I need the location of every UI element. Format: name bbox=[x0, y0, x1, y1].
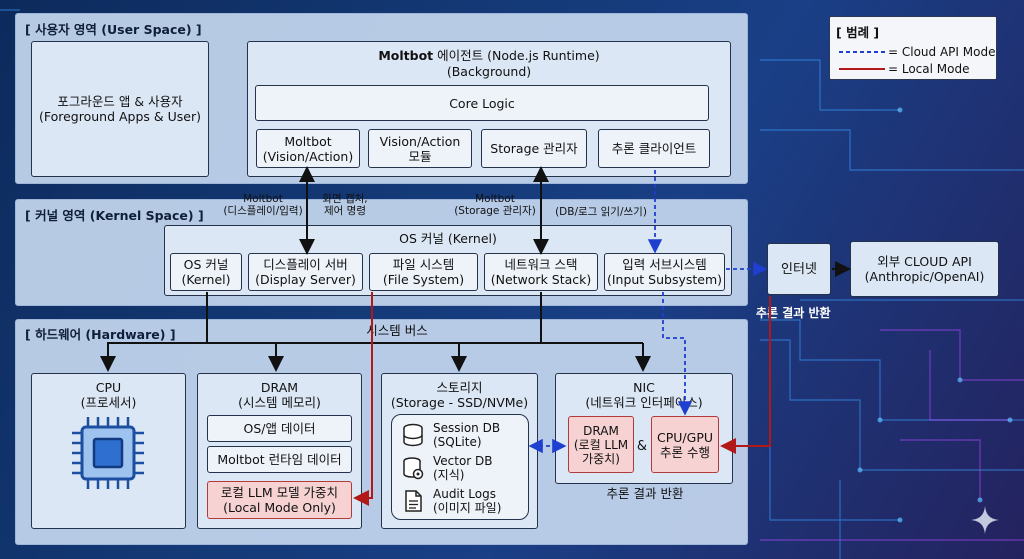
document-icon bbox=[405, 490, 422, 512]
nic-dram-sublabel-2: 가중치) bbox=[582, 451, 620, 466]
nic-dram-sublabel: (로컬 LLM bbox=[573, 437, 629, 452]
foreground-apps-label: 포그라운드 앱 & 사용자 bbox=[57, 94, 183, 109]
inference-return-label-top: 추론 결과 반환 bbox=[756, 306, 831, 320]
hardware-title: [ 하드웨어 (Hardware) ] bbox=[25, 327, 176, 342]
session-db-sublabel: (SQLite) bbox=[433, 435, 482, 449]
sparkle-icon bbox=[971, 506, 999, 534]
cloud-api-sublabel: (Anthropic/OpenAI) bbox=[864, 269, 985, 284]
storage-label: 스토리지 bbox=[436, 380, 483, 395]
gpu-inference-box: CPU/GPU 추론 수행 bbox=[651, 416, 719, 473]
cloud-api-box: 외부 CLOUD API (Anthropic/OpenAI) bbox=[850, 241, 999, 297]
dram-local-label: 로컬 LLM 모델 가중치 bbox=[220, 485, 339, 500]
input-subsystem-box: 입력 서브시스템 (Input Subsystem) bbox=[604, 253, 725, 291]
gpu-sublabel: 추론 수행 bbox=[660, 444, 710, 460]
cpu-chip-icon bbox=[72, 417, 144, 489]
module-label: Vision/Action bbox=[379, 133, 461, 149]
arrow-filesystem-local-llm bbox=[353, 292, 373, 506]
legend-cloud-line bbox=[839, 51, 885, 53]
foreground-apps-box: 포그라운드 앱 & 사용자 (Foreground Apps & User) bbox=[31, 41, 209, 177]
audit-logs-sublabel: (이미지 파일) bbox=[433, 501, 502, 515]
dram-runtime-data: Moltbot 런타임 데이터 bbox=[207, 446, 352, 473]
vector-db-item: Vector DB(지식) bbox=[402, 454, 493, 482]
db-io-connector-label: (DB/로그 읽기/쓰기) bbox=[555, 206, 647, 218]
capture-connector-label: 화면 캡처,제어 명령 bbox=[322, 193, 368, 217]
subsystem-sublabel: (File System) bbox=[382, 272, 465, 287]
kernel-box: OS 커널 (Kernel) bbox=[170, 253, 242, 291]
legend-title: [ 범례 ] bbox=[836, 25, 880, 40]
database-gear-icon bbox=[403, 457, 424, 480]
network-stack-box: 네트워크 스택 (Network Stack) bbox=[484, 253, 598, 291]
session-db-label: Session DB bbox=[433, 421, 501, 435]
legend-local-line bbox=[839, 68, 885, 70]
storage-connector-label: Moltbot(Storage 관리자) bbox=[454, 193, 536, 217]
cloud-api-label: 외부 CLOUD API bbox=[877, 254, 972, 269]
nic-dram-label: DRAM bbox=[583, 423, 619, 438]
subsystem-label: 디스플레이 서버 bbox=[263, 257, 348, 272]
subsystem-label: 파일 시스템 bbox=[392, 257, 455, 272]
module-label: 추론 클라이언트 bbox=[611, 141, 697, 156]
subsystem-sublabel: (Input Subsystem) bbox=[606, 272, 723, 287]
inference-client-box: 추론 클라이언트 bbox=[598, 129, 710, 168]
nic-label: NIC bbox=[633, 380, 655, 395]
file-system-box: 파일 시스템 (File System) bbox=[369, 253, 478, 291]
dram-label: DRAM bbox=[260, 380, 299, 395]
nic-sublabel: (네트워크 인터페이스) bbox=[585, 395, 703, 410]
system-bus-line bbox=[100, 292, 208, 372]
dram-item-label: Moltbot 런타임 데이터 bbox=[217, 452, 342, 467]
module-label: Moltbot bbox=[284, 133, 332, 149]
module-sublabel: (Vision/Action) bbox=[262, 148, 354, 164]
inference-return-label-bottom: 추론 결과 반환 bbox=[606, 486, 684, 501]
legend-box: [ 범례 ] = Cloud API Mode = Local Mode bbox=[829, 16, 997, 80]
kernel-space-title: [ 커널 영역 (Kernel Space) ] bbox=[25, 208, 204, 223]
core-logic-box: Core Logic bbox=[255, 85, 709, 121]
module-label: Storage 관리자 bbox=[490, 141, 578, 156]
nic-dram-llm-box: DRAM (로컬 LLM 가중치) bbox=[568, 416, 634, 473]
nic-ampersand: & bbox=[636, 439, 648, 454]
user-space-title: [ 사용자 영역 (User Space) ] bbox=[25, 22, 202, 37]
dram-item-label: OS/앱 데이터 bbox=[243, 421, 316, 436]
dram-os-app-data: OS/앱 데이터 bbox=[207, 415, 352, 442]
gpu-label: CPU/GPU bbox=[657, 429, 713, 445]
system-bus-label: 시스템 버스 bbox=[366, 323, 428, 338]
vector-db-sublabel: (지식) bbox=[433, 468, 465, 482]
vector-db-label: Vector DB bbox=[433, 454, 493, 468]
os-kernel-title: OS 커널 (Kernel) bbox=[399, 231, 497, 246]
storage-sublabel: (Storage - SSD/NVMe) bbox=[390, 395, 529, 410]
display-connector-label: Moltbot(디스플레이/입력) bbox=[223, 193, 303, 217]
foreground-apps-sublabel: (Foreground Apps & User) bbox=[38, 109, 202, 124]
arrow-internet-gpu bbox=[720, 296, 771, 454]
dram-local-llm-weights: 로컬 LLM 모델 가중치 (Local Mode Only) bbox=[207, 481, 352, 519]
legend-cloud-label: = Cloud API Mode bbox=[888, 45, 996, 59]
audit-logs-label: Audit Logs bbox=[433, 487, 496, 501]
vision-action-module-box: Vision/Action 모듈 bbox=[368, 129, 472, 168]
cpu-sublabel: (프로세서) bbox=[80, 395, 137, 410]
core-logic-label: Core Logic bbox=[449, 95, 515, 111]
subsystem-sublabel: (Display Server) bbox=[255, 272, 356, 287]
internet-box: 인터넷 bbox=[767, 243, 831, 295]
subsystem-label: 입력 서브시스템 bbox=[622, 257, 707, 272]
subsystem-sublabel: (Network Stack) bbox=[490, 272, 592, 287]
cpu-label: CPU bbox=[95, 380, 122, 395]
subsystem-label: OS 커널 bbox=[183, 257, 229, 272]
module-sublabel: 모듈 bbox=[408, 148, 432, 164]
dram-sublabel: (시스템 메모리) bbox=[238, 395, 321, 410]
subsystem-label: 네트워크 스택 bbox=[504, 257, 578, 272]
moltbot-agent-subtitle: (Background) bbox=[446, 64, 532, 79]
storage-manager-box: Storage 관리자 bbox=[481, 129, 587, 168]
vision-action-client-box: Moltbot (Vision/Action) bbox=[256, 129, 360, 168]
subsystem-sublabel: (Kernel) bbox=[181, 272, 231, 287]
internet-label: 인터넷 bbox=[781, 261, 817, 277]
dram-local-sublabel: (Local Mode Only) bbox=[223, 500, 336, 515]
moltbot-agent-title: Moltbot 에이전트 (Node.js Runtime) bbox=[378, 48, 600, 63]
database-icon bbox=[403, 423, 423, 447]
audit-logs-item: Audit Logs(이미지 파일) bbox=[402, 487, 501, 515]
legend-local-label: = Local Mode bbox=[888, 62, 970, 76]
arrow-input-gpu bbox=[662, 292, 693, 416]
session-db-item: Session DB(SQLite) bbox=[402, 421, 500, 449]
